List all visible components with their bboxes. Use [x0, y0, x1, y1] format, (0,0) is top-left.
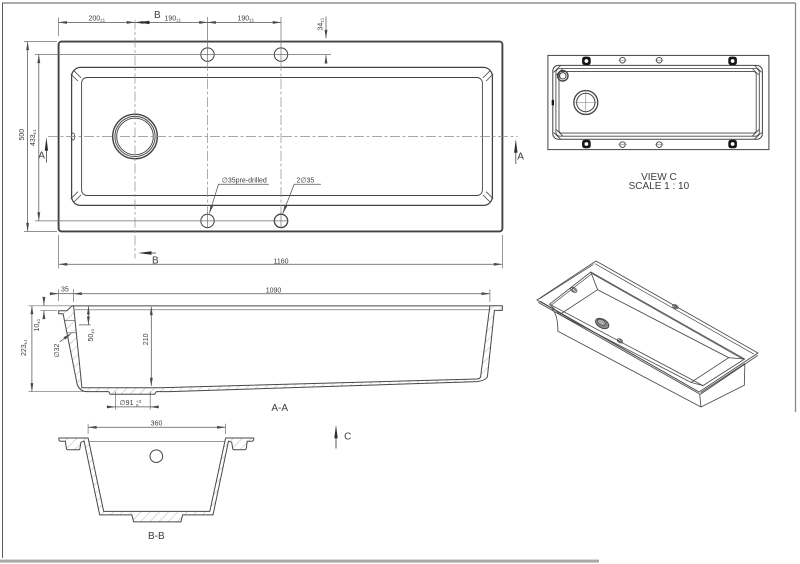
svg-text:1090: 1090 — [266, 288, 282, 295]
svg-text:B: B — [154, 10, 161, 21]
svg-text:500: 500 — [19, 129, 26, 141]
svg-text:0: 0 — [136, 403, 139, 408]
svg-text:1160: 1160 — [273, 258, 288, 265]
svg-text:223±1: 223±1 — [21, 339, 28, 356]
svg-text:190±1: 190±1 — [165, 15, 182, 22]
svg-text:35: 35 — [61, 287, 69, 294]
svg-text:B: B — [152, 256, 159, 267]
svg-text:A: A — [517, 152, 524, 163]
svg-text:∅91: ∅91 — [120, 400, 134, 407]
svg-text:200±1: 200±1 — [89, 15, 106, 22]
svg-text:10±1: 10±1 — [34, 318, 41, 331]
svg-text:2∅35: 2∅35 — [297, 178, 315, 185]
svg-text:VIEW C: VIEW C — [641, 172, 677, 183]
svg-text:+3: +3 — [136, 399, 142, 404]
svg-text:B-B: B-B — [148, 531, 165, 542]
svg-text:433±1: 433±1 — [30, 129, 37, 146]
svg-text:A: A — [38, 150, 45, 161]
svg-text:∅32: ∅32 — [54, 344, 61, 358]
svg-text:C: C — [344, 431, 351, 442]
svg-text:34±1: 34±1 — [318, 17, 325, 30]
svg-text:∅35pre-drilled: ∅35pre-drilled — [222, 178, 267, 185]
svg-text:210: 210 — [143, 333, 150, 345]
svg-text:190±1: 190±1 — [238, 15, 255, 22]
svg-text:50±1: 50±1 — [88, 328, 95, 341]
svg-text:A-A: A-A — [271, 403, 288, 414]
svg-text:SCALE 1 : 10: SCALE 1 : 10 — [629, 181, 690, 192]
svg-text:360: 360 — [151, 420, 163, 427]
